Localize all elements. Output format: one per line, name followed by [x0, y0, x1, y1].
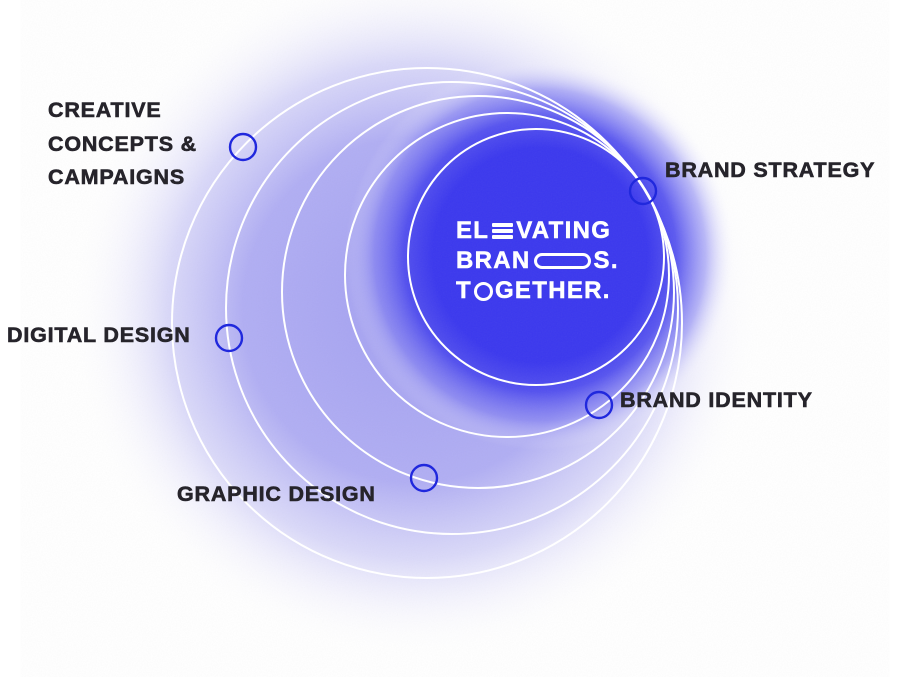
orbit-ring-graphic-design — [281, 95, 675, 489]
node-marker-graphic-design — [409, 463, 439, 493]
service-label-brand-strategy: BRAND STRATEGY — [665, 158, 876, 183]
logo-stylized-d-pill-glyph — [533, 253, 591, 269]
node-marker-brand-strategy — [628, 176, 658, 206]
service-label-line: BRAND STRATEGY — [665, 158, 876, 183]
orbit-ring-brand-strategy — [407, 128, 665, 386]
logo-stylized-e-bars-glyph — [492, 223, 514, 239]
orbit-ring-creative-concepts — [171, 67, 683, 579]
logo-text-part: EL — [456, 217, 490, 245]
grain-texture — [60, 0, 850, 677]
node-marker-brand-identity — [584, 390, 614, 420]
logo-text-part: BRAN — [456, 247, 531, 275]
logo-line-elevating: EL VATING — [456, 216, 619, 246]
logo-text-part: T — [456, 277, 472, 305]
logo-text-part: VATING — [516, 217, 612, 245]
logo-line-brands: BRAN S. — [456, 246, 619, 276]
logo-elevating-brands-together: EL VATING BRAN S. T GETHER. — [456, 216, 619, 306]
service-label-line: CONCEPTS & — [48, 131, 197, 156]
logo-line-together: T GETHER. — [456, 276, 619, 306]
logo-stylized-o-ring-glyph — [473, 281, 493, 301]
service-label-line: CREATIVE — [48, 98, 162, 123]
orbit-ring-digital-design — [225, 81, 679, 535]
service-label-digital-design: DIGITAL DESIGN — [7, 323, 191, 348]
logo-text-part: GETHER. — [494, 277, 611, 305]
service-label-line: BRAND IDENTITY — [620, 388, 813, 413]
logo-text-part: S. — [593, 247, 619, 275]
node-marker-digital-design — [214, 323, 244, 353]
service-label-brand-identity: BRAND IDENTITY — [620, 388, 813, 413]
node-marker-creative-concepts — [228, 132, 258, 162]
orbit-ring-brand-identity — [344, 112, 670, 438]
service-label-line: GRAPHIC DESIGN — [177, 482, 376, 507]
service-label-creative-concepts-campaigns: CREATIVE CONCEPTS & CAMPAIGNS — [48, 94, 197, 195]
service-label-graphic-design: GRAPHIC DESIGN — [177, 482, 376, 507]
service-label-line: DIGITAL DESIGN — [7, 323, 191, 348]
service-label-line: CAMPAIGNS — [48, 165, 185, 190]
